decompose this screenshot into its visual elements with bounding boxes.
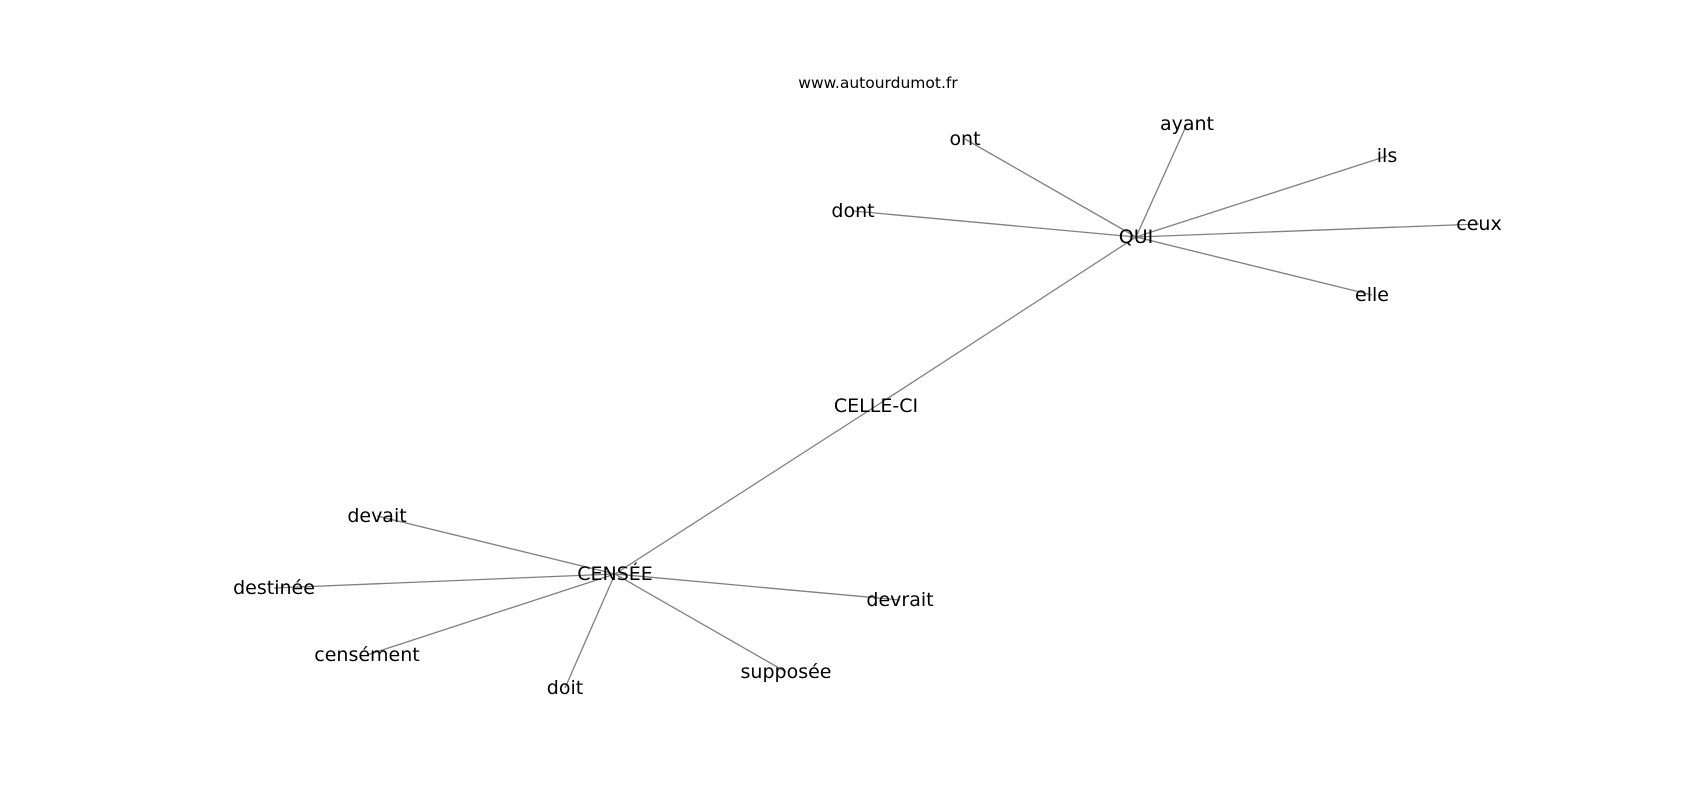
node-celle-ci[interactable]: CELLE-CI (834, 395, 918, 417)
graph-edges (273, 123, 1480, 689)
edge-censee-supposee (614, 573, 787, 673)
edge-qui-ils (1135, 155, 1388, 238)
node-ayant[interactable]: ayant (1160, 113, 1214, 135)
node-elle[interactable]: elle (1355, 284, 1389, 306)
node-devrait[interactable]: devrait (866, 589, 933, 611)
edge-qui-elle (1135, 236, 1373, 296)
edge-qui-celle_ci (875, 236, 1137, 407)
node-supposee[interactable]: supposée (741, 661, 832, 683)
edge-qui-ont (964, 138, 1137, 238)
node-ceux[interactable]: ceux (1456, 213, 1501, 235)
node-qui[interactable]: QUI (1119, 226, 1153, 248)
edge-censee-destinee (273, 573, 616, 589)
node-destinee[interactable]: destinée (233, 577, 315, 599)
edge-qui-dont (852, 210, 1137, 238)
node-censee[interactable]: CENSÉE (577, 562, 653, 585)
node-censement[interactable]: censément (314, 644, 419, 666)
edge-censee-censement (366, 573, 616, 656)
node-doit[interactable]: doit (547, 677, 583, 699)
node-dont[interactable]: dont (831, 200, 874, 222)
node-ont[interactable]: ont (949, 128, 980, 150)
node-devait[interactable]: devait (347, 505, 406, 527)
edge-censee-devrait (614, 573, 901, 601)
edge-qui-ayant (1135, 123, 1188, 238)
edge-censee-devait (376, 515, 616, 575)
edge-censee-doit (564, 573, 616, 689)
edge-celle_ci-censee (614, 405, 877, 575)
edge-qui-ceux (1135, 223, 1480, 238)
graph-nodes: QUI CELLE-CI CENSÉE ont ayant ils dont ceux elle… (233, 113, 1502, 699)
site-credit: www.autourdumot.fr (798, 74, 958, 92)
node-ils[interactable]: ils (1377, 145, 1397, 167)
